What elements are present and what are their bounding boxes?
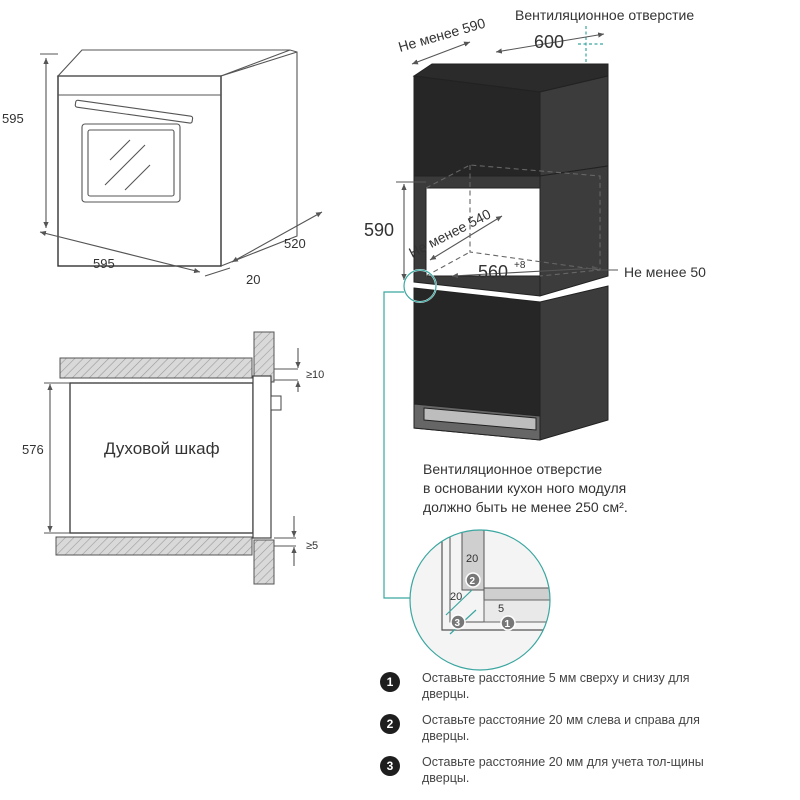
detail-callout-circle xyxy=(403,269,437,303)
niche-560-tolerance: +8 xyxy=(514,260,526,271)
oven-3d-drawing: 595 595 520 20 xyxy=(2,49,323,287)
oven-knob-section xyxy=(270,395,282,411)
oven-depth-dim: 520 xyxy=(284,236,306,251)
svg-text:3: 3 xyxy=(455,618,461,629)
cabinet-upper-front xyxy=(413,75,541,177)
numbered-circle-icon: 2 xyxy=(380,714,400,734)
numbered-circle-icon: 1 xyxy=(380,672,400,692)
oven-side-face xyxy=(82,49,298,267)
oven-label: Духовой шкаф xyxy=(104,439,220,458)
legend-text-2: Оставьте расстояние 20 мм слева и справа… xyxy=(422,713,700,743)
oven-top-face xyxy=(56,49,291,77)
vent-note-line-2: в основании кухон ного модуля xyxy=(423,480,627,496)
gap-bottom-dim: ≥5 xyxy=(306,540,318,552)
svg-text:2: 2 xyxy=(470,576,476,587)
legend-text-1: Оставьте расстояние 5 мм сверху и снизу … xyxy=(422,671,690,701)
niche-560-dim: 560 xyxy=(478,262,508,282)
height-576-dim: 576 xyxy=(22,442,44,457)
svg-text:1: 1 xyxy=(505,619,511,630)
vent-top-label: Вентиляционное отверстие xyxy=(515,7,694,23)
numbered-circle-icon: 3 xyxy=(380,756,400,776)
height-590-dim: 590 xyxy=(364,220,394,240)
cabinet-3d-drawing: Вентиляционное отверстие Не менее 590 60… xyxy=(364,7,706,599)
vent-base-note: Вентиляционное отверстие в основании кух… xyxy=(423,460,628,517)
min-590-dim: Не менее 590 xyxy=(396,15,487,55)
gap-detail: 20 20 5 2 1 3 xyxy=(409,529,551,671)
width-600-dim: 600 xyxy=(534,32,564,52)
detail-dim-20-left: 20 xyxy=(450,591,462,603)
oven-box xyxy=(69,382,254,534)
legend-text-3: Оставьте расстояние 20 мм для учета тол-… xyxy=(422,755,704,785)
detail-badge-2: 2 xyxy=(465,572,481,588)
legend-item-3: 3 Оставьте расстояние 20 мм для учета то… xyxy=(380,754,720,790)
legend-item-1: 1 Оставьте расстояние 5 мм сверху и сниз… xyxy=(380,670,720,706)
top-shelf xyxy=(59,357,253,379)
detail-dim-20-top: 20 xyxy=(466,553,478,565)
oven-door-section xyxy=(252,375,272,539)
oven-panel-dim: 20 xyxy=(246,272,260,287)
oven-handle xyxy=(74,99,194,124)
vent-note-line-1: Вентиляционное отверстие xyxy=(423,461,603,477)
min-50-dim: Не менее 50 xyxy=(624,264,706,280)
section-view: Духовой шкаф 576 ≥10 ≥5 xyxy=(22,331,324,585)
detail-dim-5: 5 xyxy=(498,603,504,615)
vent-note-line-3: должно быть не менее 250 см². xyxy=(423,499,628,515)
oven-height-dim: 595 xyxy=(2,111,24,126)
legend-item-2: 2 Оставьте расстояние 20 мм слева и спра… xyxy=(380,712,720,748)
oven-window xyxy=(81,123,181,203)
cabinet-upper-side xyxy=(539,75,609,177)
detail-circle-outline xyxy=(409,529,551,671)
detail-badge-3: 3 xyxy=(450,614,466,630)
bottom-shelf xyxy=(55,536,253,556)
detail-badge-1: 1 xyxy=(500,615,516,631)
gap-top-dim: ≥10 xyxy=(306,369,324,381)
oven-width-dim: 595 xyxy=(93,256,115,271)
